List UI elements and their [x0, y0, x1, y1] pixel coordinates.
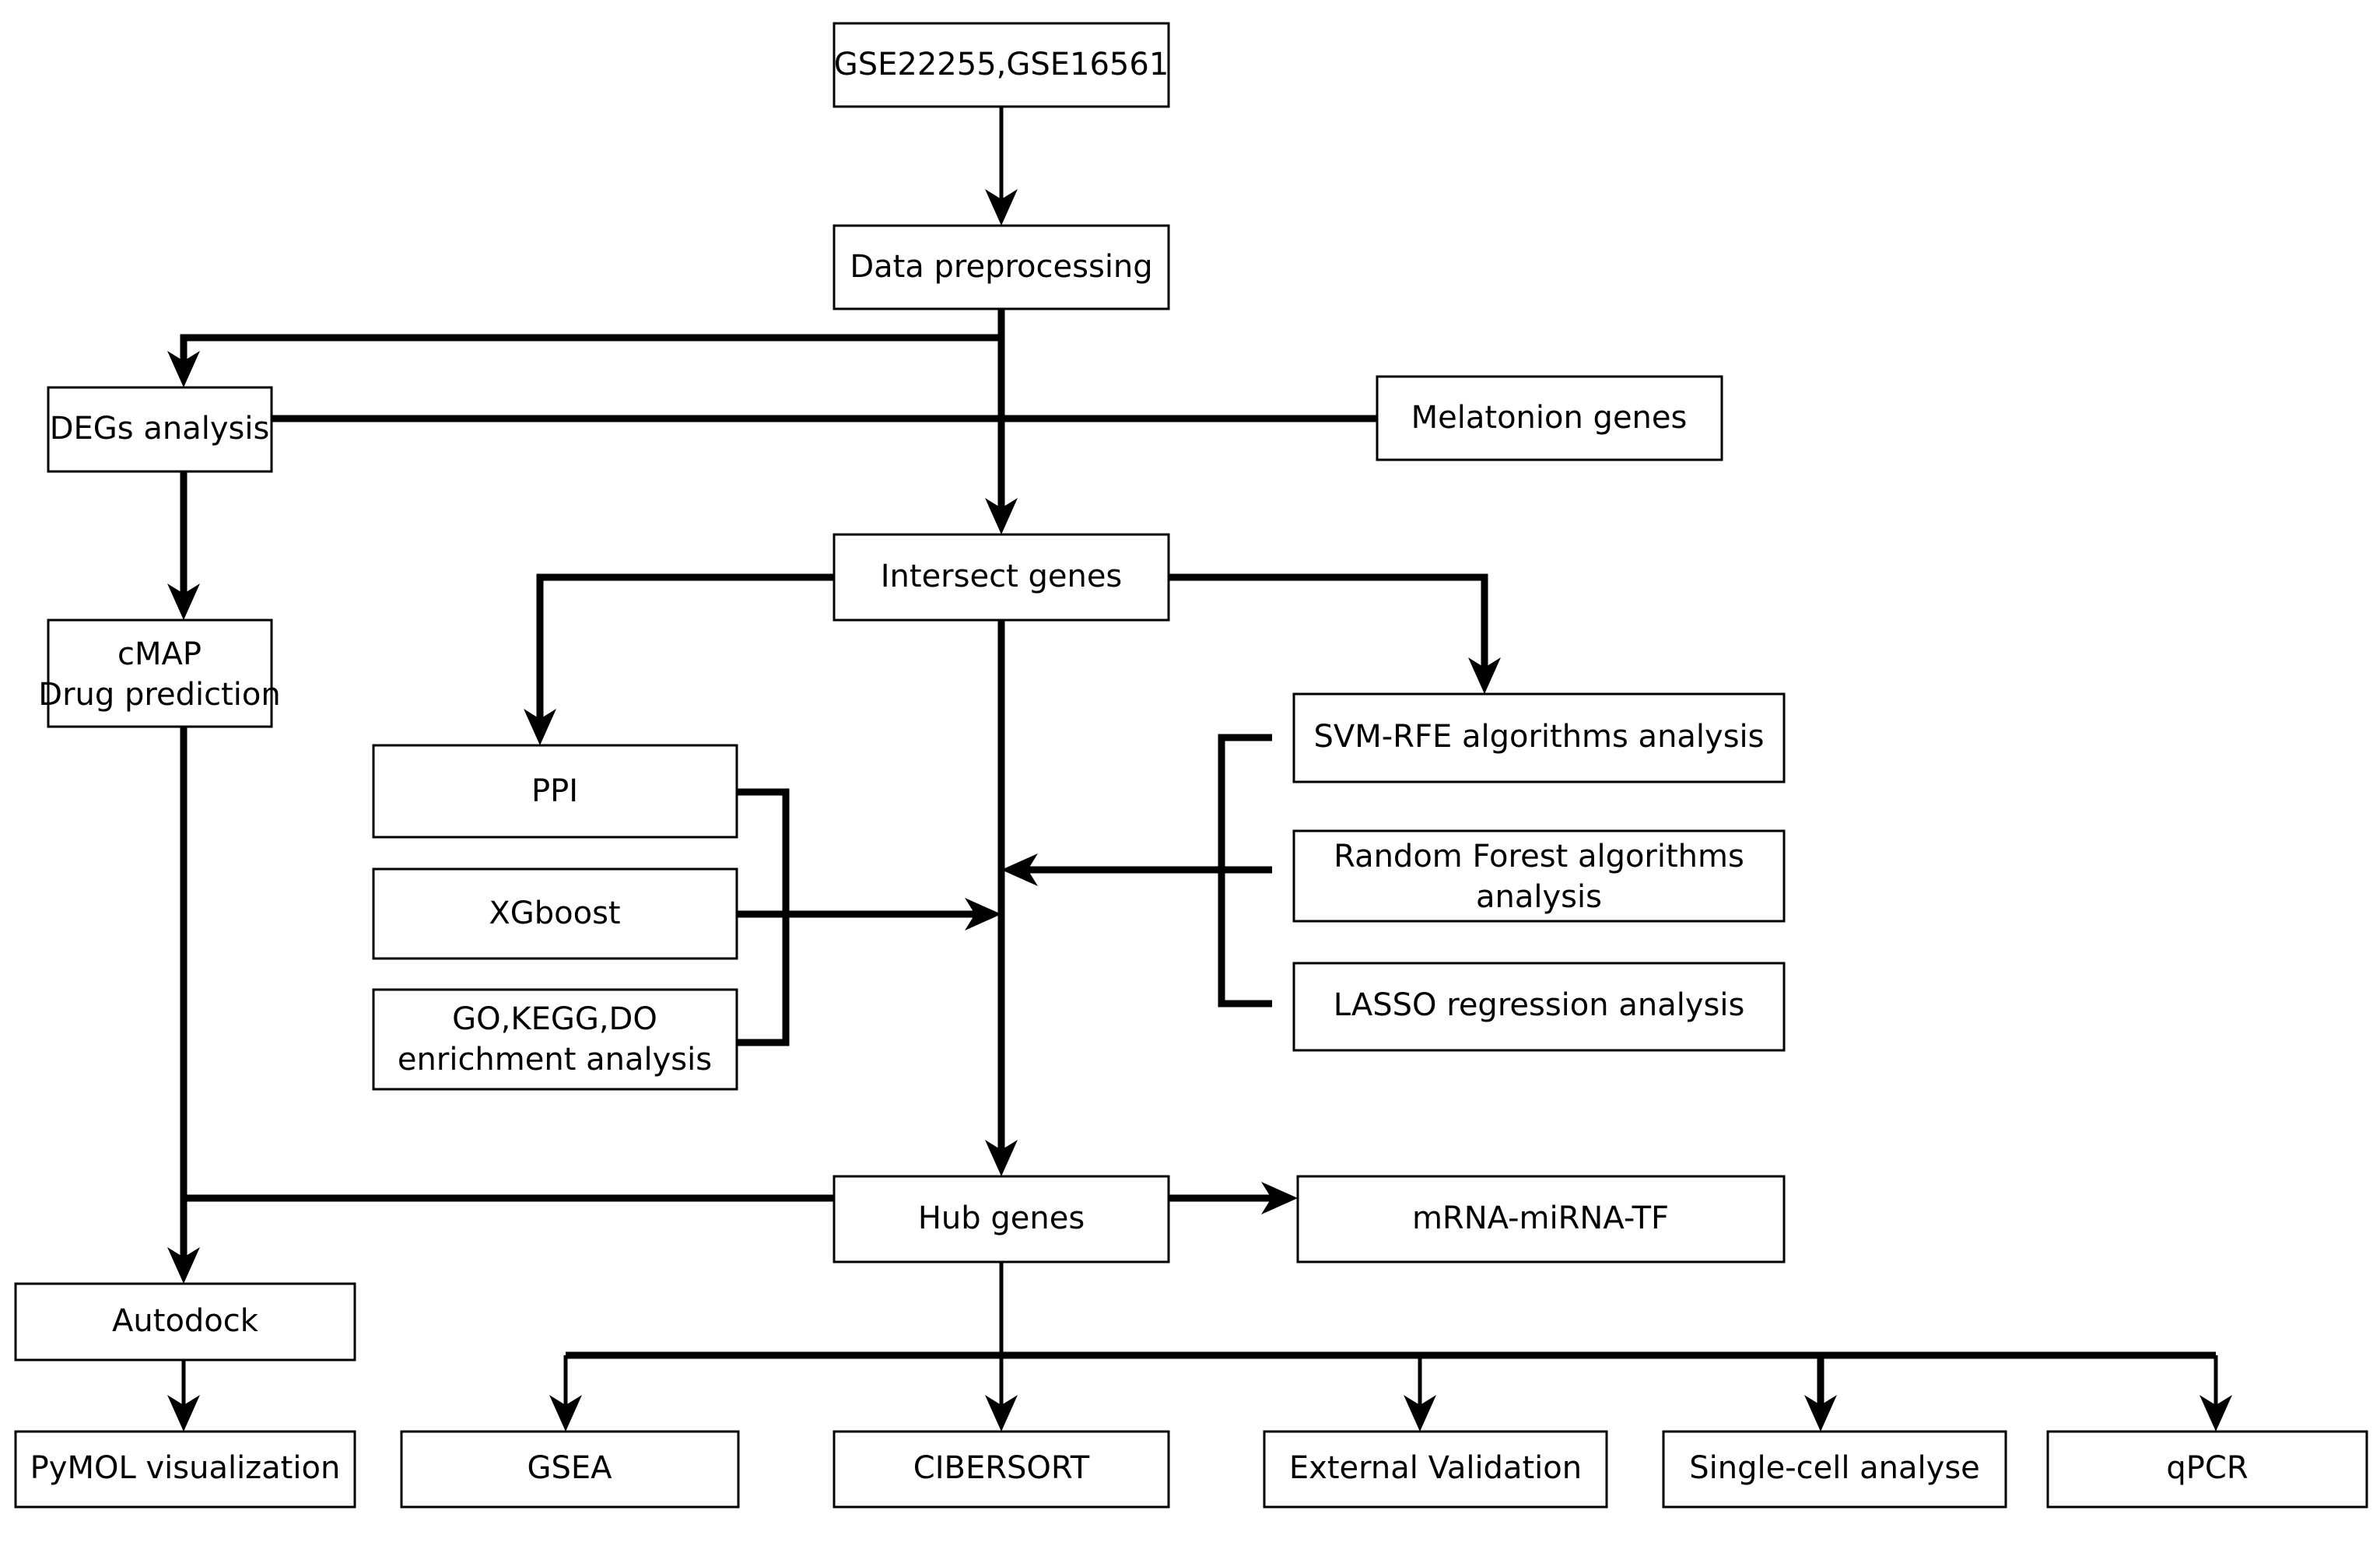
- node-random-forest-label-line2: analysis: [1476, 879, 1602, 915]
- arrowhead-svmrfe: [1468, 657, 1501, 694]
- node-degs-analysis[interactable]: DEGs analysis: [47, 386, 273, 473]
- node-hub-genes[interactable]: Hub genes: [832, 1175, 1170, 1263]
- arrowhead-mrna: [1261, 1182, 1298, 1214]
- node-mrna-mirna-tf-label: mRNA-miRNA-TF: [1412, 1200, 1669, 1236]
- node-intersect-genes[interactable]: Intersect genes: [832, 533, 1170, 622]
- arrowhead-right-into-spine: [1001, 853, 1038, 886]
- node-external-validation-label: External Validation: [1289, 1450, 1582, 1486]
- edge-intersect-to-ppi: [536, 573, 834, 724]
- arrowhead-qpcr: [2199, 1395, 2232, 1432]
- node-pymol-visualization[interactable]: PyMOL visualization: [14, 1430, 356, 1509]
- node-cibersort-label: CIBERSORT: [913, 1450, 1090, 1486]
- arrowhead-external: [1404, 1395, 1436, 1432]
- node-random-forest[interactable]: Random Forest algorithms analysis: [1292, 829, 1786, 923]
- node-melatonion-genes-label: Melatonion genes: [1411, 400, 1688, 436]
- node-qpcr[interactable]: qPCR: [2046, 1430, 2368, 1509]
- arrowhead-cmap: [167, 584, 200, 620]
- node-external-validation[interactable]: External Validation: [1263, 1430, 1608, 1509]
- node-autodock-label: Autodock: [112, 1303, 259, 1339]
- arrowhead-preprocessing: [985, 189, 1018, 226]
- node-single-cell-label: Single-cell analyse: [1689, 1450, 1980, 1486]
- node-cmap-label-line2: Drug prediction: [38, 677, 280, 713]
- node-random-forest-label-line1: Random Forest algorithms: [1334, 839, 1744, 874]
- node-xgboost[interactable]: XGboost: [372, 867, 738, 960]
- node-enrichment-label-line2: enrichment analysis: [398, 1042, 712, 1078]
- node-melatonion-genes[interactable]: Melatonion genes: [1376, 375, 1723, 461]
- node-gsea-label: GSEA: [527, 1450, 612, 1486]
- node-datasets-label: GSE22255,GSE16561: [834, 47, 1169, 82]
- node-cmap-label-line1: cMAP: [117, 636, 202, 672]
- node-intersect-genes-label: Intersect genes: [881, 559, 1123, 594]
- arrowhead-pymol: [167, 1395, 200, 1432]
- edge-layer: [167, 107, 2232, 1432]
- node-ppi-label: PPI: [531, 773, 578, 809]
- node-svm-rfe-label: SVM-RFE algorithms analysis: [1313, 719, 1764, 755]
- node-xgboost-label: XGboost: [489, 895, 620, 931]
- node-svm-rfe[interactable]: SVM-RFE algorithms analysis: [1292, 692, 1786, 783]
- arrowhead-hub: [985, 1140, 1018, 1176]
- node-lasso[interactable]: LASSO regression analysis: [1292, 962, 1786, 1052]
- arrowhead-gsea: [549, 1395, 582, 1432]
- arrowhead-degs: [167, 351, 200, 387]
- node-enrichment-analysis[interactable]: GO,KEGG,DO enrichment analysis: [372, 988, 738, 1091]
- node-datasets[interactable]: GSE22255,GSE16561: [832, 22, 1170, 108]
- node-lasso-label: LASSO regression analysis: [1334, 987, 1745, 1023]
- node-data-preprocessing[interactable]: Data preprocessing: [832, 224, 1170, 310]
- arrowhead-cibersort: [985, 1395, 1018, 1432]
- node-gsea[interactable]: GSEA: [400, 1430, 740, 1509]
- arrowhead-singlecell: [1804, 1395, 1837, 1432]
- node-single-cell-analyse[interactable]: Single-cell analyse: [1662, 1430, 2007, 1509]
- arrowhead-ppi: [524, 709, 556, 745]
- edge-preprocessing-bus: [180, 309, 1005, 366]
- node-cmap-drug-prediction[interactable]: cMAP Drug prediction: [38, 619, 281, 728]
- node-hub-genes-label: Hub genes: [918, 1200, 1085, 1236]
- arrowhead-left-into-spine: [965, 898, 1001, 930]
- arrowhead-autodock: [167, 1247, 200, 1284]
- node-enrichment-label-line1: GO,KEGG,DO: [452, 1001, 657, 1037]
- node-layer: GSE22255,GSE16561 Data preprocessing DEG…: [14, 22, 2368, 1509]
- node-ppi[interactable]: PPI: [372, 744, 738, 839]
- node-mrna-mirna-tf[interactable]: mRNA-miRNA-TF: [1296, 1175, 1786, 1263]
- node-cibersort[interactable]: CIBERSORT: [832, 1430, 1170, 1509]
- node-data-preprocessing-label: Data preprocessing: [850, 249, 1152, 285]
- node-qpcr-label: qPCR: [2166, 1450, 2248, 1486]
- node-degs-analysis-label: DEGs analysis: [50, 411, 270, 447]
- node-pymol-label: PyMOL visualization: [30, 1450, 341, 1486]
- node-autodock[interactable]: Autodock: [14, 1282, 356, 1362]
- arrowhead-intersect: [985, 498, 1018, 534]
- edge-intersect-to-svmrfe: [1169, 573, 1488, 672]
